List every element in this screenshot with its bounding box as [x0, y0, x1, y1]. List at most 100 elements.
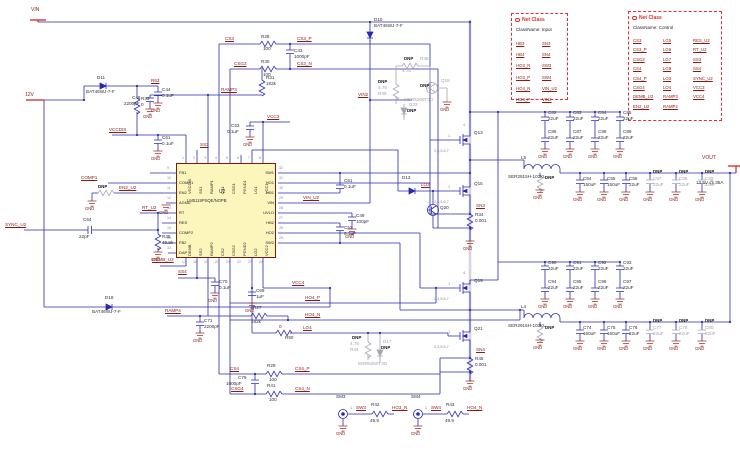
ic-u2-lm5119[interactable]: U2 LM5119PSQE/NOPB: [176, 163, 276, 258]
ic-pin-num-18: 18: [193, 260, 197, 264]
net-class-entry-ss4: SS4: [693, 66, 702, 72]
ic-pin-vccdis: VCCDIS: [187, 178, 192, 194]
val-r45: 0.001: [475, 362, 487, 367]
ic-pin-num-15: 15: [167, 226, 171, 230]
ref-c75: C75: [607, 325, 616, 330]
ic-pin-num-21: 21: [226, 260, 230, 264]
gnd-label: GND: [245, 308, 255, 313]
net-csg4: CSG4: [231, 386, 244, 391]
val-c71: 2200pF: [204, 324, 220, 329]
ref-r50: R50: [285, 335, 294, 340]
capacitor: [250, 379, 260, 385]
gnd-label: GND: [695, 197, 705, 202]
net-cs3-p: CS3_P: [297, 36, 312, 41]
val-c89: 22uF: [623, 135, 634, 140]
net-class-name: ClassName: Input: [516, 27, 552, 32]
net-class-entry-sw3: SW3: [542, 63, 552, 69]
ref-c61: C61: [162, 135, 171, 140]
ic-refdes: U2: [219, 189, 226, 195]
net-vin-u2: VIN_U2: [303, 195, 320, 200]
net-comp1: COMP1: [81, 175, 98, 180]
gnd-label: GND: [597, 197, 607, 202]
ref-c51: C51: [344, 178, 353, 183]
gnd-label: GND: [208, 298, 218, 303]
dnp-snub1: DNP: [545, 175, 555, 180]
ref-c49: C49: [356, 213, 365, 218]
ref-r45: R45: [475, 356, 484, 361]
resistor-dnp: [97, 189, 115, 197]
mosfet: [455, 327, 471, 345]
val-c80: 22uF: [705, 331, 716, 336]
net-class-entry-ho4_p: HO4_P: [516, 97, 531, 103]
net-class-entry-lg5: LG5: [663, 38, 672, 43]
net-class-title: Net Class: [639, 15, 662, 21]
ref-c83: C83: [573, 110, 582, 115]
dnp-r36: DNP: [404, 56, 414, 61]
ref-c77: C77: [653, 325, 662, 330]
net-class-entry-sn3: SN3: [542, 41, 551, 46]
ref-c44: C44: [162, 87, 171, 92]
net-class-entry-lg8: LG8: [663, 66, 672, 72]
net-class-title: Net Class: [522, 17, 545, 23]
capacitor: [335, 184, 345, 190]
net-class-entry-csg3: CSG3: [633, 56, 645, 62]
ic-pin-dap: DAP: [179, 250, 188, 256]
gnd-label: GND: [151, 156, 161, 161]
net-class-entry-ramp4: RAMP4: [663, 103, 678, 109]
ref-r33: R33: [141, 96, 150, 101]
ic-pin-uvlo: UVLO: [263, 210, 274, 216]
ref-q20: Q20: [440, 205, 449, 210]
ref-d13: D13: [402, 175, 411, 180]
net-class-entry-sync_u2: SYNC_U2: [693, 75, 713, 81]
val-l4: SER2915H-103KL: [508, 323, 546, 328]
val-r41: 100: [269, 397, 277, 402]
ic-pin-num-4: 4: [215, 156, 217, 160]
pin-q13-1: 1: [448, 134, 451, 138]
ref-c55: C55: [607, 176, 616, 181]
net-class-entry-lo4: LO4: [663, 85, 672, 91]
net-sn3: SN3: [476, 203, 485, 208]
pin-sm4-1: 1: [425, 406, 428, 410]
val-c93: 22uF: [623, 266, 634, 271]
ref-c48: C48: [132, 95, 141, 100]
resistor: [265, 390, 283, 398]
ref-d11: D11: [97, 75, 106, 80]
ic-pin-csg1: CSG1: [231, 183, 236, 194]
val-d10: BAT46WJ-7-F: [374, 23, 403, 28]
val-c84: 22uF: [598, 116, 609, 121]
val-c79: 1000pF: [226, 381, 242, 386]
ref-r39: R39: [378, 91, 387, 96]
gnd-label: GND: [695, 346, 705, 351]
ref-c79: C79: [238, 375, 247, 380]
val-r44: 4.75: [350, 341, 359, 346]
ic-pin-csg2: CSG2: [231, 245, 236, 256]
net-ho4-p: HO4_P: [305, 295, 321, 300]
diode: [366, 27, 374, 43]
val-c69: 1uF: [256, 294, 264, 299]
dnp-q18: DNP: [420, 83, 430, 88]
ref-c74: C74: [583, 325, 592, 330]
pin-q21-s: 2,3,5,6,7: [434, 345, 449, 349]
ic-pin-comp1: COMP1: [179, 180, 194, 186]
val-d18: BAT46WJ-7-F: [92, 309, 121, 314]
val-r50: 0: [279, 324, 282, 329]
net-ss4: SS4: [178, 269, 187, 274]
ic-pin-num-19: 19: [204, 260, 208, 264]
dnp-d33: DNP: [407, 108, 417, 113]
ref-c86: C86: [548, 129, 557, 134]
gnd-label: GND: [563, 154, 573, 159]
val-c74: 150uF: [583, 331, 597, 336]
capacitor: [347, 216, 357, 222]
ref-c96: C96: [598, 279, 607, 284]
net-class-entry-hb3: HB3: [516, 41, 525, 46]
ref-c90: C90: [548, 260, 557, 265]
ref-c71: C71: [204, 318, 213, 323]
ref-c80: C80: [705, 325, 714, 330]
pin-q13-s: 2,3,5,6,7: [434, 149, 449, 153]
ref-c69: C69: [256, 288, 265, 293]
ref-l5: L5: [521, 155, 527, 160]
